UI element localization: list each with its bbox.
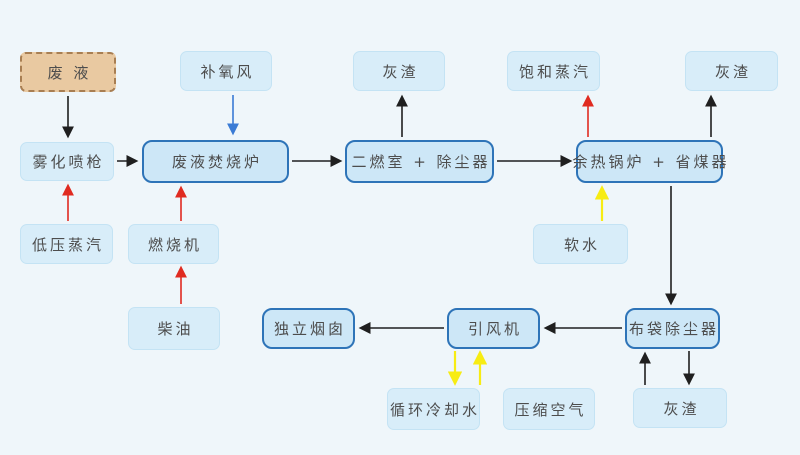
node-compressed-air: 压缩空气 (503, 388, 595, 430)
node-burner: 燃烧机 (128, 224, 219, 264)
node-ash-top-right: 灰渣 (685, 51, 778, 91)
node-diesel: 柴油 (128, 307, 220, 350)
node-waste-liquid: 废 液 (20, 52, 116, 92)
node-chimney: 独立烟囱 (262, 308, 355, 349)
node-ash-bottom: 灰渣 (633, 388, 727, 428)
node-oxygen-air: 补氧风 (180, 51, 272, 91)
node-atomizing-gun: 雾化喷枪 (20, 142, 114, 181)
node-soft-water: 软水 (533, 224, 628, 264)
node-ash-top-mid: 灰渣 (353, 51, 445, 91)
node-draft-fan: 引风机 (447, 308, 540, 349)
node-cooling-water: 循环冷却水 (387, 388, 480, 430)
node-secondary-chamber: 二燃室 + 除尘器 (345, 140, 494, 183)
node-waste-heat-boiler: 余热锅炉 + 省煤器 (572, 140, 727, 183)
node-incinerator: 废液焚烧炉 (142, 140, 289, 183)
node-low-pressure-steam: 低压蒸汽 (20, 224, 113, 264)
node-bag-filter: 布袋除尘器 (625, 308, 720, 349)
node-saturated-steam: 饱和蒸汽 (507, 51, 600, 91)
